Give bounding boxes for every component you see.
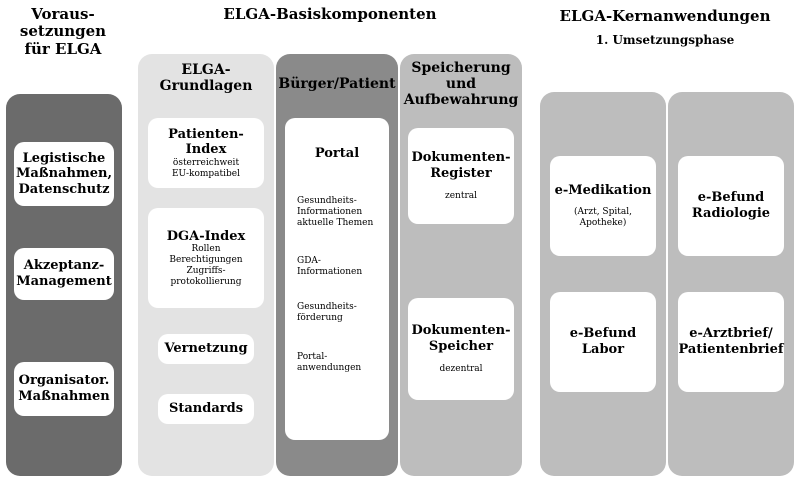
label-patienten-index-sub: österreichweit EU-kompatibel (171, 157, 241, 179)
header-basiskomponenten: ELGA-Basiskomponenten (223, 5, 437, 23)
label-e-medikation: e-Medikation (554, 183, 652, 199)
box-e-befund-radiologie: e-Befund Radiologie (678, 156, 784, 256)
label-dokumenten-speicher: Dokumenten- Speicher (411, 323, 511, 354)
label-dga-index-sub: Rollen Berechtigungen Zugriffs- protokol… (169, 244, 243, 287)
column-kern-left: e-Medikation (Arzt, Spital, Apotheke) e-… (540, 92, 666, 476)
title-grundlagen: ELGA- Grundlagen (159, 62, 253, 95)
label-vernetzung: Vernetzung (164, 341, 248, 357)
column-grundlagen: ELGA- Grundlagen Patienten-Index österre… (138, 54, 274, 476)
title-buerger-patient: Bürger/Patient (278, 76, 396, 92)
portal-item-portalanwendungen: Portal- anwendungen (297, 352, 362, 373)
label-legistische: Legistische Maßnahmen, Datenschutz (15, 150, 113, 197)
label-patienten-index: Patienten-Index (168, 126, 244, 158)
title-speicherung: Speicherung und Aufbewahrung (403, 60, 519, 109)
label-e-befund-radiologie: e-Befund Radiologie (691, 190, 771, 221)
box-standards: Standards (158, 394, 254, 424)
column-kern-right: e-Befund Radiologie e-Arztbrief/ Patient… (668, 92, 794, 476)
header-umsetzungsphase: 1. Umsetzungsphase (595, 33, 735, 47)
label-dokumenten-register-sub: zentral (444, 191, 478, 202)
column-speicherung: Speicherung und Aufbewahrung Dokumenten-… (400, 54, 522, 476)
label-akzeptanz: Akzeptanz- Management (16, 258, 112, 289)
box-dokumenten-speicher: Dokumenten- Speicher dezentral (408, 298, 514, 400)
label-portal: Portal (314, 146, 360, 161)
box-e-medikation: e-Medikation (Arzt, Spital, Apotheke) (550, 156, 656, 256)
label-e-befund-labor: e-Befund Labor (569, 326, 637, 357)
box-e-arztbrief: e-Arztbrief/ Patientenbrief (678, 292, 784, 392)
header-voraussetzungen: Voraus- setzungen für ELGA (19, 5, 107, 58)
label-dga-index: DGA-Index (166, 228, 246, 244)
box-dokumenten-register: Dokumenten- Register zentral (408, 128, 514, 224)
box-e-befund-labor: e-Befund Labor (550, 292, 656, 392)
label-standards: Standards (168, 401, 244, 417)
box-organisator-massnahmen: Organisator. Maßnahmen (14, 362, 114, 416)
label-dokumenten-register: Dokumenten- Register (411, 150, 511, 181)
column-buerger-patient: Bürger/Patient Portal Gesundheits- Infor… (276, 54, 398, 476)
label-organisator: Organisator. Maßnahmen (18, 373, 110, 404)
label-dokumenten-speicher-sub: dezentral (439, 364, 483, 375)
label-e-arztbrief: e-Arztbrief/ Patientenbrief (678, 326, 784, 357)
column-voraussetzungen: Legistische Maßnahmen, Datenschutz Akzep… (6, 94, 122, 476)
box-dga-index: DGA-Index Rollen Berechtigungen Zugriffs… (148, 208, 264, 308)
box-patienten-index: Patienten-Index österreichweit EU-kompat… (148, 118, 264, 188)
box-legistische-massnahmen: Legistische Maßnahmen, Datenschutz (14, 142, 114, 206)
portal-item-gesundheits-informationen: Gesundheits- Informationen aktuelle Them… (297, 196, 374, 228)
box-vernetzung: Vernetzung (158, 334, 254, 364)
header-kernanwendungen: ELGA-Kernanwendungen (559, 7, 771, 25)
portal-item-gda-informationen: GDA- Informationen (297, 256, 363, 277)
label-e-medikation-sub: (Arzt, Spital, Apotheke) (574, 207, 632, 228)
box-portal: Portal Gesundheits- Informationen aktuel… (285, 118, 389, 440)
box-akzeptanz-management: Akzeptanz- Management (14, 248, 114, 300)
portal-item-gesundheitsfoerderung: Gesundheits- förderung (297, 302, 357, 323)
